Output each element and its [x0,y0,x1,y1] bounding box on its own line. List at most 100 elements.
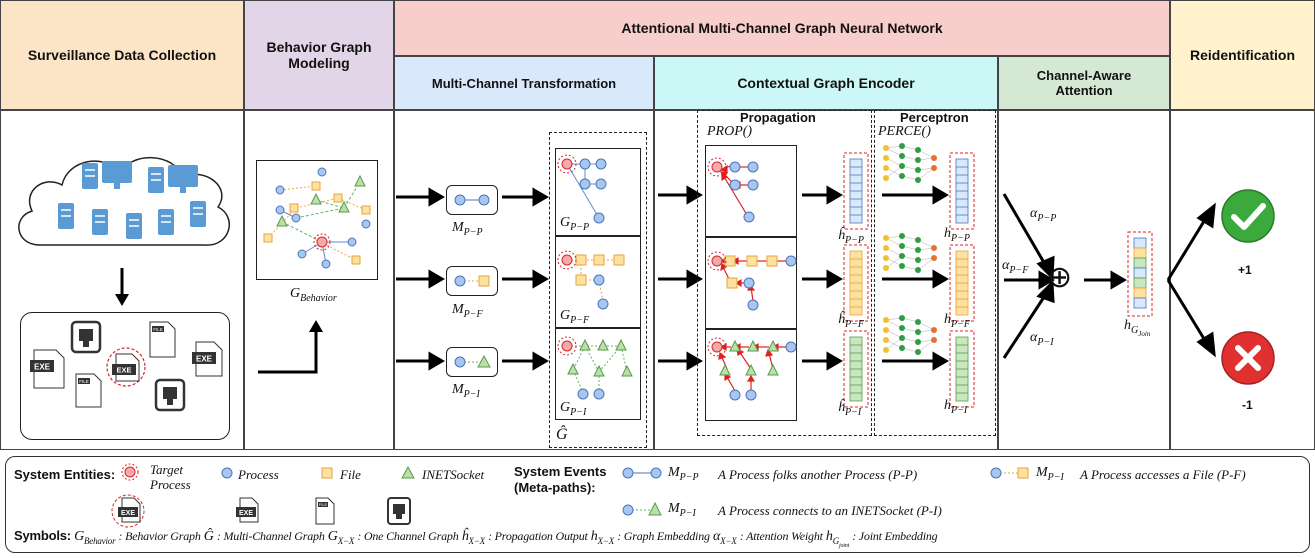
alpha-pi-label: αP−I [1030,330,1054,348]
legend-m-pi-a: MP−I [1036,465,1064,483]
sym-g-xx-desc: : One Channel Graph [357,529,459,543]
m-pi-label: MP−I [452,382,480,400]
legend-symbols-row: Symbols: GBehavior : Behavior Graph Ĝ : … [14,528,1306,549]
header-channel-attention: Channel-Aware Attention [998,56,1170,110]
header-reidentification: Reidentification [1170,0,1315,110]
perce-fn-label: PERCE() [878,124,931,139]
exe-file-icon: EXE [192,341,223,377]
row-arrows-perce-out [882,185,949,371]
attention-arrows [1002,193,1127,359]
svg-text:FILE: FILE [153,327,163,332]
g-hat-label: Ĝ [556,426,568,443]
g-pi-label: GP−I [560,400,587,418]
hhat-pi-label: ĥP−I [838,400,862,418]
decision-arrows [1166,202,1216,358]
meta-path-pp-icon [454,194,490,206]
legend-m-pi-b: MP−I [668,501,696,519]
sym-g-xx: GX−X [327,529,355,546]
meta-path-pi-icon [454,354,491,368]
sym-g-behavior: GBehavior [74,529,116,546]
hhat-pf-label: ĥP−F [838,312,864,330]
check-icon [1221,189,1275,243]
legend-events-title: System Events (Meta-paths): [514,464,607,495]
legend-file: File [340,467,361,482]
joint-embedding-vector [1127,231,1153,317]
socket-icon [154,378,186,412]
corner-arrow-icon [258,320,323,374]
down-arrow-icon [115,268,129,306]
hhat-pp-label: ĥP−P [838,228,864,246]
legend-m-pi-b-desc: A Process connects to an INETSocket (P-I… [718,503,942,518]
header-amcgnn: Attentional Multi-Channel Graph Neural N… [394,0,1170,56]
minus-one-label: -1 [1242,398,1253,412]
m-pf-label: MP−F [452,302,483,320]
file-square-icon [321,467,333,479]
legend-pi-icon [622,501,662,516]
exe-file-icon: EXE [236,497,259,523]
exe-file-icon: EXE [118,497,141,523]
legend-m-pp: MP−P [668,465,699,483]
row-arrows-mid [502,187,549,371]
process-icon [221,467,233,479]
m-pp-label: MP−P [452,220,483,238]
row-arrows-encoder-in [658,185,703,371]
svg-text:FILE: FILE [319,502,328,507]
alpha-pf-label: αP−F [1002,258,1029,276]
header-behavior-graph: Behavior Graph Modeling [244,0,394,110]
files-icons: EXE FILE EXE FILE EXE [30,320,223,412]
file-icon: FILE [315,497,335,525]
channel-graph-pi-svg [557,336,633,400]
behavior-graph [263,167,371,269]
svg-text:EXE: EXE [121,510,135,517]
stage-behavior-graph [244,110,394,450]
row-arrows-prop-out [802,185,843,371]
oplus-symbol: ⊕ [1047,260,1073,295]
propagation-title: Propagation [740,110,816,125]
perceptron-title: Perceptron [900,110,969,125]
socket-icon [387,497,411,525]
svg-text:EXE: EXE [196,355,213,364]
sym-alpha: αX−X [712,529,737,546]
row-arrows-left [396,187,445,371]
legend-symbols-title: Symbols: [14,528,71,543]
sym-g-behavior-desc: : Behavior Graph [118,529,201,543]
cross-icon [1221,331,1275,385]
legend-pf-icon [990,467,1029,479]
prop-output-vectors [843,152,869,408]
prop-fn-label: PROP() [707,124,753,139]
h-pp-label: hP−P [944,226,970,244]
socket-triangle-icon [401,465,415,479]
h-pi-label: hP−I [944,398,968,416]
prop-graph-pp-svg [707,157,759,223]
perceptron-group [874,110,996,436]
legend-m-pp-desc: A Process folks another Process (P-P) [718,467,918,482]
channel-graph-pf-svg [557,250,625,310]
h-join-label: hGJoin [1124,318,1151,338]
sym-g-hat: Ĝ [203,529,214,544]
exe-file-icon: EXE [30,349,65,389]
header-multi-channel: Multi-Channel Transformation [394,56,654,110]
g-behavior-label: GBehavior [290,286,337,304]
legend-entities-title: System Entities: [14,467,116,482]
svg-text:EXE: EXE [239,510,253,517]
prop-graph-pf-svg [707,251,797,311]
multi-channel-graph-group [549,132,647,448]
h-pf-label: hP−F [944,312,970,330]
sym-h-joint-desc: : Joint Embedding [852,529,938,543]
plus-one-label: +1 [1238,263,1252,277]
sym-alpha-desc: : Attention Weight [739,529,823,543]
sym-h-joint: hGjoint [825,529,850,549]
svg-text:EXE: EXE [116,366,131,375]
legend-pp-icon [622,467,662,479]
alpha-pp-label: αP−P [1030,206,1057,224]
stage-multi-channel [394,110,654,450]
meta-path-pf-icon [454,275,490,287]
sym-h: hX−X [590,529,615,546]
file-icon: FILE [149,321,176,358]
legend-socket: INETSocket [422,467,485,482]
sym-g-hat-desc: : Multi-Channel Graph [216,529,325,543]
target-exe-file-icon: EXE [112,353,140,382]
g-pp-label: GP−P [560,215,590,233]
g-pf-label: GP−F [560,308,590,326]
socket-icon [70,320,102,354]
